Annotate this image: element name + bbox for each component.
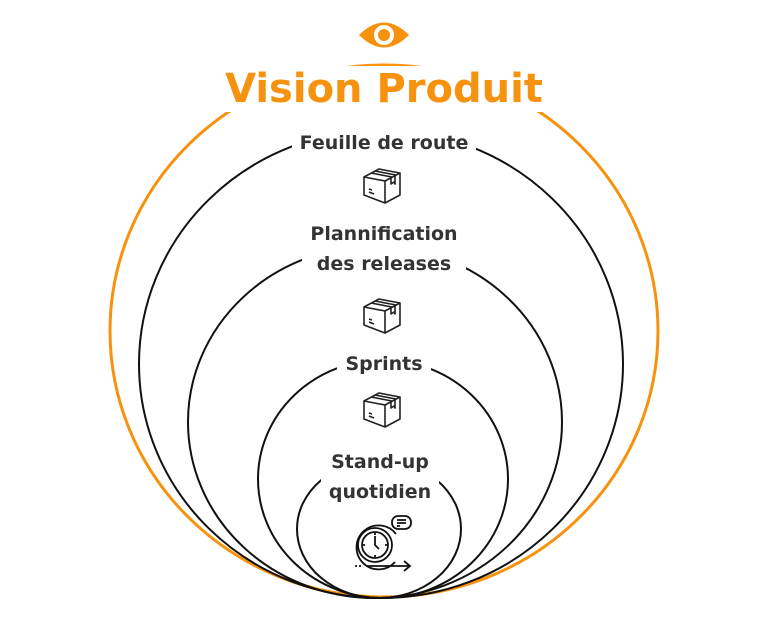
label-text: Sprints [337,349,431,379]
daily-clock-icon [355,515,412,572]
label-line: Stand-up [331,447,429,477]
label-line: Plannification [310,219,458,249]
box-icon [363,298,401,334]
level-sprint-label: Sprints [0,349,768,379]
box-icon [363,392,401,428]
page-title: Vision Produit [0,64,768,114]
box-icon [363,168,401,204]
label-line: quotidien [328,477,432,507]
label-line: des releases [316,249,452,279]
label-text: Feuille de route [291,128,477,158]
title-text: Vision Produit [215,66,553,112]
level-roadmap-label: Feuille de route [0,128,768,158]
eye-icon [359,22,409,48]
